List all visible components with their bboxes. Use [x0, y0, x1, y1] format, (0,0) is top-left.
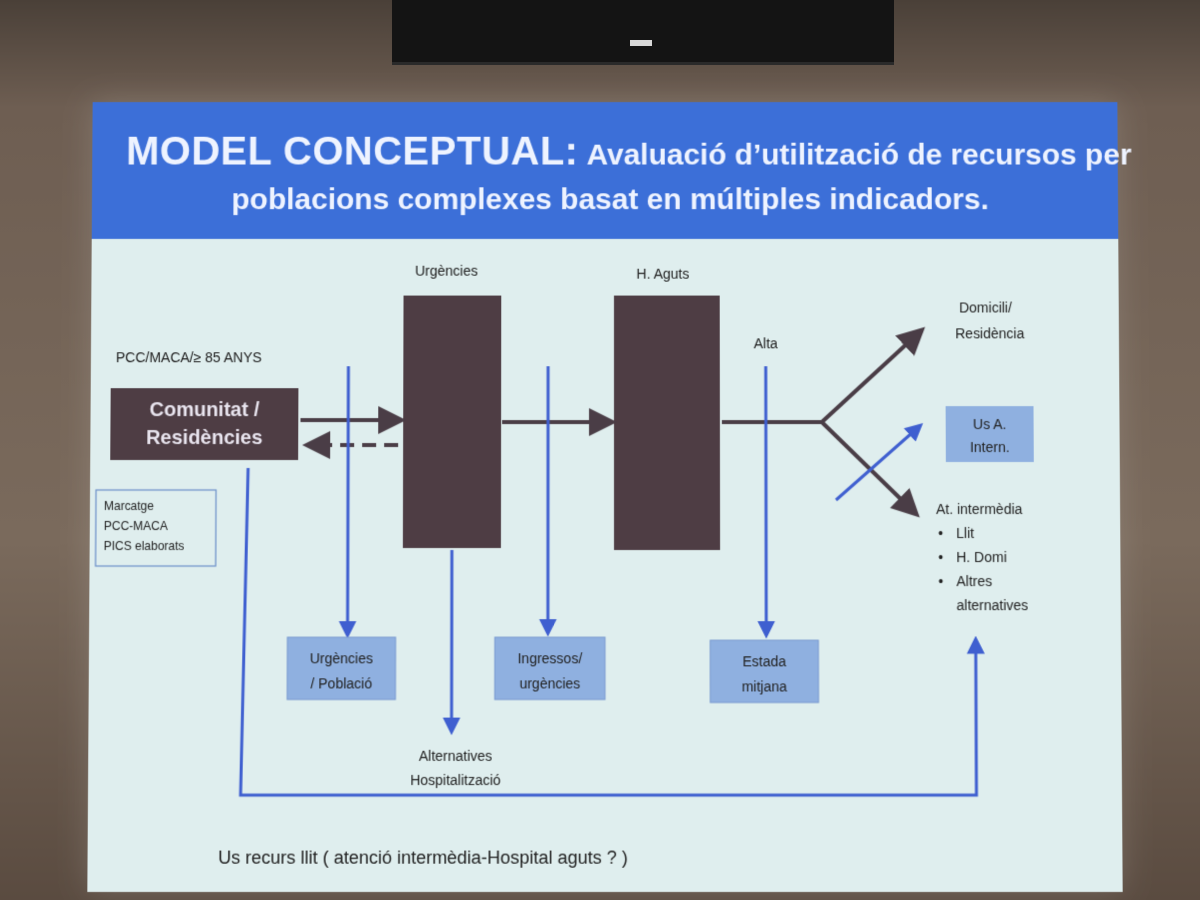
indicator-urg-pop-box	[287, 637, 395, 699]
slide: MODEL CONCEPTUAL:Avaluació d’utilització…	[87, 102, 1122, 892]
discharge-label: Alta	[754, 335, 778, 351]
arrow-to-intermediate	[821, 421, 920, 518]
indicator-urg-pop-line-2: / Població	[311, 675, 373, 691]
arrow-to-home	[822, 332, 920, 422]
outcome-internal-line-1: Us A.	[973, 416, 1006, 432]
conceptual-diagram: PCC/MACA/≥ 85 ANYS Comunitat / Residènci…	[87, 102, 1122, 892]
bullet-1: •	[938, 525, 943, 541]
community-box-line-2: Residències	[146, 427, 263, 449]
indicator-urg-pop-line-1: Urgències	[310, 650, 373, 666]
marker-box	[94, 489, 217, 567]
outcome-item-bed: Llit	[956, 525, 974, 541]
urgencies-label: Urgències	[415, 263, 478, 279]
outcome-item-other: Altres	[956, 573, 992, 589]
community-box-line-1: Comunitat /	[149, 399, 259, 421]
indicator-stay-line-2: mitjana	[742, 678, 787, 694]
population-label: PCC/MACA/≥ 85 ANYS	[116, 349, 262, 365]
outcome-internal-box	[946, 406, 1035, 463]
indicator-admissions-box	[495, 637, 605, 699]
marker-line-1: Marcatge	[104, 499, 154, 513]
outcome-item-home-hosp: H. Domi	[956, 549, 1007, 565]
bullet-2: •	[938, 549, 943, 565]
outcome-internal-line-2: Intern.	[970, 439, 1010, 455]
alternatives-line-1: Alternatives	[419, 748, 492, 764]
footer-text: Us recurs llit ( atenció intermèdia-Hosp…	[218, 847, 628, 867]
indicator-admissions-line-2: urgències	[519, 675, 580, 691]
arrow-to-stay	[766, 366, 767, 634]
alternatives-line-2: Hospitalització	[410, 772, 501, 788]
projector-lens	[630, 40, 652, 46]
arrow-bottom-loop	[241, 468, 977, 795]
acute-block	[613, 295, 721, 551]
indicator-admissions-line-1: Ingressos/	[518, 650, 583, 666]
arrow-to-urg-pop	[348, 366, 349, 634]
outcome-home-line-2: Residència	[955, 325, 1024, 341]
indicator-stay-box	[710, 640, 818, 702]
acute-label: H. Aguts	[636, 266, 689, 282]
arrow-blue-diagonal	[834, 423, 924, 502]
bullet-3: •	[938, 573, 943, 589]
projector	[392, 0, 894, 65]
outcome-home-line-1: Domicili/	[959, 300, 1012, 316]
outcome-intermediate-title: At. intermèdia	[936, 501, 1023, 517]
marker-line-2: PCC-MACA	[104, 519, 168, 533]
marker-line-3: PICS elaborats	[104, 539, 185, 553]
urgencies-block	[402, 295, 502, 549]
community-box	[110, 388, 299, 461]
outcome-item-other-2: alternatives	[956, 597, 1028, 613]
indicator-stay-line-1: Estada	[742, 653, 786, 669]
